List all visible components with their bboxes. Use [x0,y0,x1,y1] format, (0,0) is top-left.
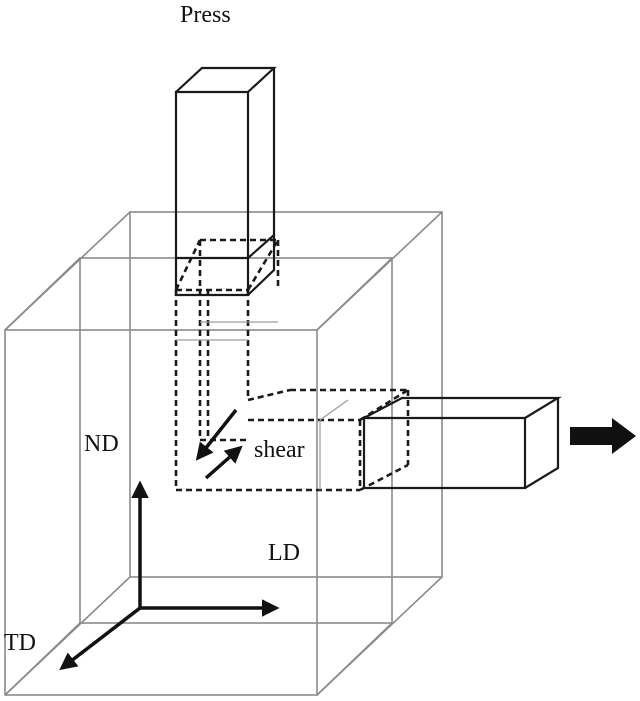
shear-label: shear [254,437,305,463]
die-block [4,211,443,696]
exit-billet [362,396,562,490]
press-label: Press [180,2,231,28]
ld-label: LD [268,540,300,566]
press-punch [174,66,277,297]
die-channel [174,238,410,492]
nd-label: ND [84,431,119,457]
right-arrow-icon [570,418,636,454]
opposing-arrows-icon [195,408,243,480]
td-label: TD [4,630,36,656]
coordinate-axes [59,480,280,671]
